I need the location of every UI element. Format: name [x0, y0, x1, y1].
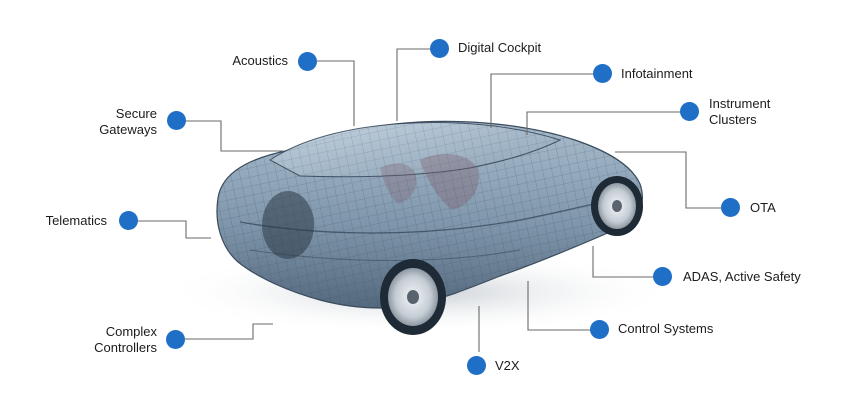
- label-complex-controllers: Complex Controllers: [94, 324, 157, 355]
- callout-line-complex-controllers: [185, 323, 273, 340]
- hidden-rear-wheel: [262, 191, 314, 259]
- label-control-systems: Control Systems: [618, 321, 714, 336]
- rear-wheel: [380, 259, 446, 335]
- adas-dot: [653, 267, 672, 286]
- callout-line-instrument-clusters: [526, 111, 681, 135]
- secure-gateways-dot: [167, 111, 186, 130]
- front-wheel: [591, 176, 643, 236]
- callout-line-telematics: [138, 220, 211, 239]
- callout-line-acoustics: [317, 60, 355, 126]
- acoustics-dot: [298, 52, 317, 71]
- complex-controllers-dot: [166, 330, 185, 349]
- callout-lines: [138, 48, 722, 352]
- callout-line-ota: [615, 151, 722, 209]
- label-infotainment: Infotainment: [621, 66, 693, 81]
- instrument-clusters-dot: [680, 102, 699, 121]
- callout-line-infotainment: [490, 73, 594, 128]
- callout-line-adas: [592, 246, 654, 278]
- label-adas: ADAS, Active Safety: [683, 269, 801, 284]
- label-instrument-clusters: Instrument Clusters: [709, 96, 771, 127]
- telematics-dot: [119, 211, 138, 230]
- label-secure-gateways: Secure Gateways: [99, 106, 157, 137]
- callout-line-secure-gateways: [186, 120, 283, 152]
- label-v2x: V2X: [495, 358, 520, 373]
- infotainment-dot: [593, 64, 612, 83]
- callout-line-control-systems: [527, 281, 591, 331]
- label-acoustics: Acoustics: [232, 53, 288, 68]
- control-systems-dot: [590, 320, 609, 339]
- label-digital-cockpit: Digital Cockpit: [458, 40, 542, 55]
- label-ota: OTA: [750, 200, 776, 215]
- ota-dot: [721, 198, 740, 217]
- v2x-dot: [467, 356, 486, 375]
- car-body: [216, 120, 643, 309]
- callout-line-digital-cockpit: [396, 48, 431, 121]
- label-telematics: Telematics: [45, 213, 107, 228]
- digital-cockpit-dot: [430, 39, 449, 58]
